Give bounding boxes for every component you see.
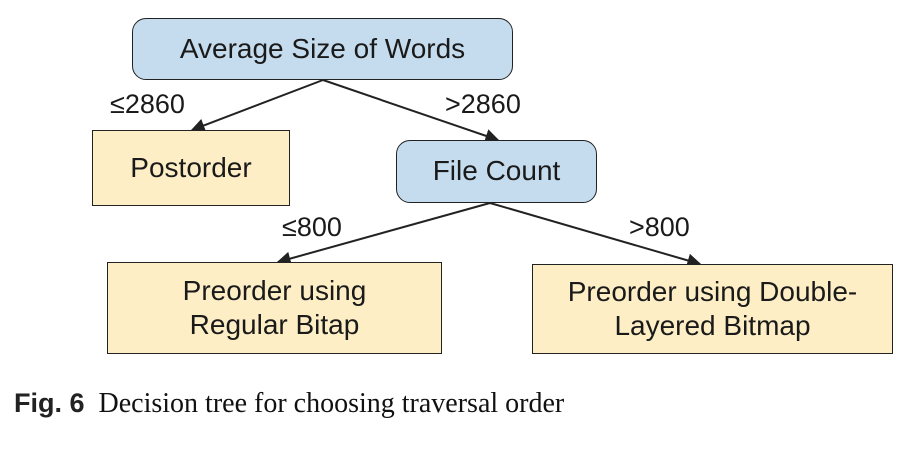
preorder-double-line2: Layered Bitmap — [614, 310, 811, 341]
figure-caption: Fig. 6 Decision tree for choosing travers… — [14, 388, 564, 420]
edge-lines — [190, 79, 702, 268]
file-count-decision-node: File Count — [396, 140, 597, 203]
figure-number: Fig. 6 — [14, 388, 85, 418]
preorder-regular-line2: Regular Bitap — [189, 309, 360, 340]
edge-label-count-left: ≤800 — [282, 212, 342, 242]
edge-file-count-to-preorder-regular — [276, 202, 491, 266]
postorder-leaf-node: Postorder — [92, 130, 290, 206]
edge-root-to-file-count — [322, 79, 500, 143]
preorder-regular-leaf-node: Preorder using Regular Bitap — [107, 262, 442, 354]
preorder-regular-line1: Preorder using — [182, 274, 367, 306]
decision-tree-diagram: Average Size of Words Postorder File Cou… — [92, 18, 893, 354]
caption-text: Decision tree for choosing traversal ord… — [98, 388, 565, 419]
edge-label-root-left: ≤2860 — [110, 89, 185, 119]
root-decision-label: Average Size of Words — [179, 32, 466, 64]
edge-label-count-right: >800 — [629, 212, 690, 242]
edge-root-to-postorder — [190, 79, 324, 133]
file-count-label: File Count — [432, 155, 561, 187]
root-decision-node: Average Size of Words — [132, 18, 513, 80]
edge-label-root-right: >2860 — [445, 89, 521, 119]
edge-file-count-to-preorder-double — [489, 202, 702, 268]
preorder-double-leaf-node: Preorder using Double- Layered Bitmap — [532, 264, 893, 354]
preorder-double-line1: Preorder using Double- — [567, 275, 858, 307]
postorder-label: Postorder — [130, 151, 252, 183]
